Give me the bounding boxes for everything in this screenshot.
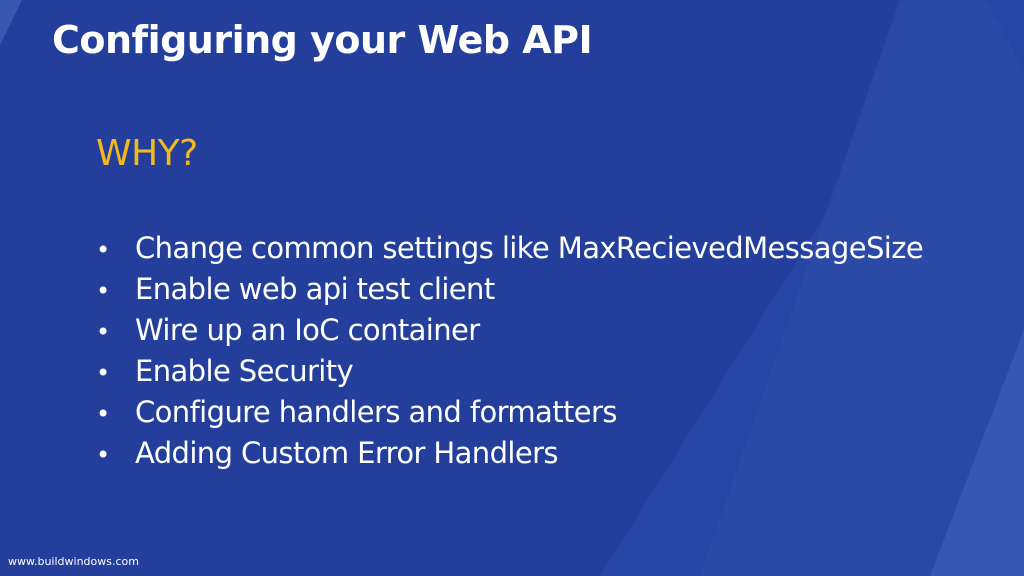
bullet-item: • Adding Custom Error Handlers (96, 433, 923, 474)
bullet-item: • Enable Security (96, 351, 923, 392)
bullet-icon: • (96, 277, 110, 305)
corner-band-topleft (0, 0, 22, 45)
bullet-item: • Enable web api test client (96, 269, 923, 310)
footer-url: www.buildwindows.com (8, 555, 139, 568)
bullet-icon: • (96, 441, 110, 469)
bullet-text: Wire up an IoC container (135, 313, 480, 347)
bullet-icon: • (96, 400, 110, 428)
bullet-text: Enable Security (135, 354, 354, 388)
diagonal-band-light (930, 330, 1024, 576)
bullet-text: Enable web api test client (135, 272, 495, 306)
bullet-icon: • (96, 318, 110, 346)
bullet-item: • Wire up an IoC container (96, 310, 923, 351)
slide-subtitle: WHY? (96, 133, 198, 174)
bullet-text: Configure handlers and formatters (135, 395, 617, 429)
bullet-icon: • (96, 236, 110, 264)
diagonal-band-thin (755, 110, 1024, 576)
slide-title: Configuring your Web API (52, 18, 593, 62)
bullet-item: • Change common settings like MaxRecieve… (96, 228, 924, 269)
bullet-item: • Configure handlers and formatters (96, 392, 923, 433)
bullet-text: Adding Custom Error Handlers (135, 436, 559, 470)
diagonal-band-medium (600, 0, 1024, 576)
bullet-text: Change common settings like MaxRecievedM… (135, 231, 924, 265)
bullet-icon: • (96, 359, 110, 387)
bullet-list: • Change common settings like MaxRecieve… (96, 228, 924, 474)
